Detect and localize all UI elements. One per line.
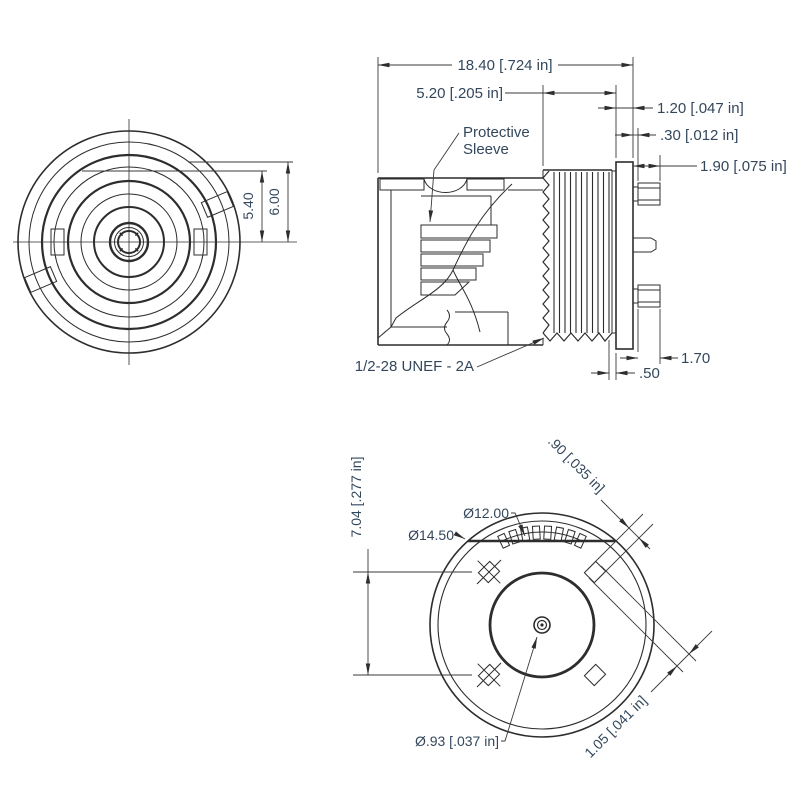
thread-spec-label: 1/2-28 UNEF - 2A [355,358,474,375]
dim-sleeve-depth: 5.20 [.205 in] [416,85,503,102]
threaded-section [542,169,616,345]
pad-width-dimension: .90 [.035 in] [545,433,654,580]
dim-center-pin-dia: Ø.93 [.037 in] [415,733,499,749]
front-view: 5.40 6.00 [13,119,297,365]
break-squiggle [444,309,450,346]
section-break-curve [390,183,513,328]
left-key-tab [50,228,65,256]
shell-section-hatch [379,178,425,191]
dim-serration-dia: Ø12.00 [463,505,509,521]
sleeve-label-line1: Protective [463,124,530,141]
mounting-flange [615,161,634,350]
ground-pad-lower-left [476,662,502,688]
lower-bayonet-lug [23,266,58,294]
socket-contact-slots [119,232,139,252]
dim-pin-length: 1.70 [681,350,710,367]
sleeve-leader [428,132,460,223]
dim-pin-spacing: 7.04 [.277 in] [348,457,364,538]
dim-outer-height: 6.00 [266,188,282,215]
serration-teeth [497,525,587,549]
right-key-tab [193,228,208,256]
flange-outer-circle [429,512,655,738]
dim-pin-protrusion: 1.90 [.075 in] [700,158,787,175]
dim-flange-dia: Ø14.50 [408,527,454,543]
dim-thread-to-flange: .50 [639,365,660,382]
socket-outer-ring [108,221,150,263]
outer-shell-circle [17,130,241,354]
serration-circle-arc [501,531,583,542]
center-pin [533,616,551,634]
dim-flat-height: 5.40 [240,192,256,219]
dim-flange-thickness: 1.20 [.047 in] [657,100,744,117]
protective-sleeve [420,224,498,296]
insulator-circle [488,571,596,679]
dim-pad-width: .90 [.035 in] [545,433,608,496]
ground-pad-upper-left [476,559,502,585]
ground-pad-lower-right [583,663,607,687]
socket-bore [117,230,141,254]
dim-overall-length: 18.40 [.724 in] [457,57,552,74]
upper-bayonet-lug [200,190,235,218]
dim-pad-length: 1.05 [.041 in] [581,692,650,761]
side-extension-lines [377,57,661,380]
side-view: 18.40 [.724 in] 5.20 [.205 in] 1.20 [.04… [355,57,787,382]
ground-pad-upper-right [583,560,607,584]
sleeve-label-line2: Sleeve [463,141,509,158]
terminal-pins [632,182,661,308]
dim-standoff: .30 [.012 in] [660,127,738,144]
rear-view: 7.04 [.277 in] Ø12.00 Ø14.50 Ø.93 [.037 … [348,433,713,761]
